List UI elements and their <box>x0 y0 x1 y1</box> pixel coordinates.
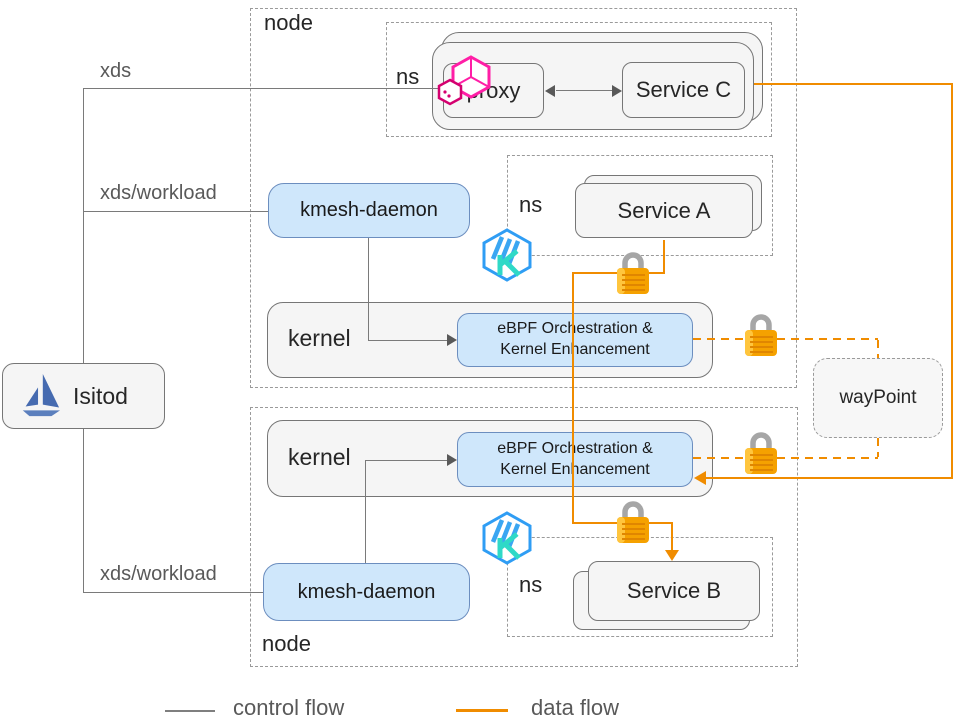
lock-icon-service-b <box>614 499 652 545</box>
legend-data-label: data flow <box>531 695 620 720</box>
xds-label: xds <box>100 60 132 82</box>
arrowhead-ebpf-bottom <box>447 454 457 466</box>
arrowhead-proxy <box>545 85 555 97</box>
legend-data-swatch <box>456 709 508 712</box>
xds-workload-bottom-label: xds/workload <box>100 563 217 585</box>
data-dashed-waypoint-to-ebpf <box>693 457 878 459</box>
waypoint-label: wayPoint <box>839 387 917 408</box>
istio-logo-icon <box>17 372 61 420</box>
service-b-label: Service B <box>626 578 722 603</box>
control-line-kmesh1-to-ebpf <box>368 340 448 341</box>
node-top-boundary <box>250 8 797 388</box>
control-line-proxy-servicec <box>556 90 614 91</box>
data-line-into-ebpf-bottom <box>706 477 953 479</box>
data-line-to-lock1 <box>649 272 665 274</box>
xds-workload-top-label: xds/workload <box>100 182 217 204</box>
ns-service-b-label: ns <box>519 572 543 597</box>
control-line-xds-workload-top <box>83 211 268 212</box>
ebpf-bottom-box: eBPF Orchestration & Kernel Enhancement <box>457 432 693 487</box>
ebpf-top-line2: Kernel Enhancement <box>500 341 650 358</box>
data-line-serviceb-down <box>671 522 673 551</box>
service-a-box: Service A <box>575 183 753 238</box>
legend-control-label: control flow <box>233 695 345 720</box>
kmesh-daemon-top-label: kmesh-daemon <box>300 199 438 221</box>
ebpf-top-line1: eBPF Orchestration & <box>497 320 653 338</box>
data-arrowhead-service-b <box>665 550 679 561</box>
control-line-kmesh2-up <box>365 460 366 563</box>
data-line-right-trunk <box>951 83 953 479</box>
arrowhead-ebpf-top <box>447 334 457 346</box>
control-line-xds <box>83 88 443 89</box>
kernel-bottom-label: kernel <box>288 444 351 470</box>
ebpf-bottom-label: eBPF Orchestration & Kernel Enhancement <box>497 439 653 481</box>
data-line-lock2-right <box>649 522 673 524</box>
service-b-box: Service B <box>588 561 760 621</box>
kernel-top-label: kernel <box>288 325 351 351</box>
control-line-kmesh2-to-ebpf <box>365 460 448 461</box>
proxy-hexagon-icon <box>437 50 493 112</box>
waypoint-box: wayPoint <box>813 358 943 438</box>
service-c-box: Service C <box>622 62 745 118</box>
istiod-label: Isitod <box>73 382 128 409</box>
ebpf-top-label: eBPF Orchestration & Kernel Enhancement <box>497 319 653 361</box>
istiod-box: Isitod <box>2 363 165 429</box>
node-top-label: node <box>264 10 313 35</box>
lock-icon-service-a <box>614 250 652 296</box>
kmesh-daemon-bottom-box: kmesh-daemon <box>263 563 470 621</box>
kmesh-daemon-bottom-label: kmesh-daemon <box>297 580 436 603</box>
kmesh-icon-top <box>481 228 533 282</box>
data-line-servicea-down <box>663 240 665 274</box>
node-bottom-boundary <box>250 407 798 667</box>
legend-control-swatch <box>165 710 215 712</box>
node-bottom-label: node <box>262 631 311 656</box>
data-dashed-ebpf-to-waypoint <box>693 338 878 340</box>
data-dashed-waypoint-out <box>877 438 879 457</box>
arrowhead-service-c <box>612 85 622 97</box>
data-line-to-lock2 <box>572 522 618 524</box>
service-c-label: Service C <box>635 77 732 102</box>
service-a-label: Service A <box>617 197 711 223</box>
data-line-servicec-right <box>754 83 953 85</box>
kmesh-icon-bottom <box>481 511 533 565</box>
ebpf-bottom-line1: eBPF Orchestration & <box>497 439 653 457</box>
data-line-mid-trunk <box>572 272 574 524</box>
ns-proxy-label: ns <box>396 64 420 89</box>
ns-service-a-label: ns <box>519 192 543 217</box>
lock-icon-waypoint-in <box>742 312 780 358</box>
data-line-lock1-left <box>572 272 618 274</box>
data-arrowhead-ebpf-bottom <box>694 471 706 485</box>
kmesh-daemon-top-box: kmesh-daemon <box>268 183 470 238</box>
data-dashed-waypoint-in <box>877 340 879 358</box>
lock-icon-waypoint-out <box>742 430 780 476</box>
ebpf-top-box: eBPF Orchestration & Kernel Enhancement <box>457 313 693 367</box>
control-line-kmesh1-down <box>368 238 369 341</box>
ns-proxy-boundary <box>386 22 772 137</box>
control-line-istiod-trunk <box>83 88 84 592</box>
control-line-xds-workload-bottom <box>83 592 263 593</box>
ebpf-bottom-line2: Kernel Enhancement <box>500 460 650 478</box>
